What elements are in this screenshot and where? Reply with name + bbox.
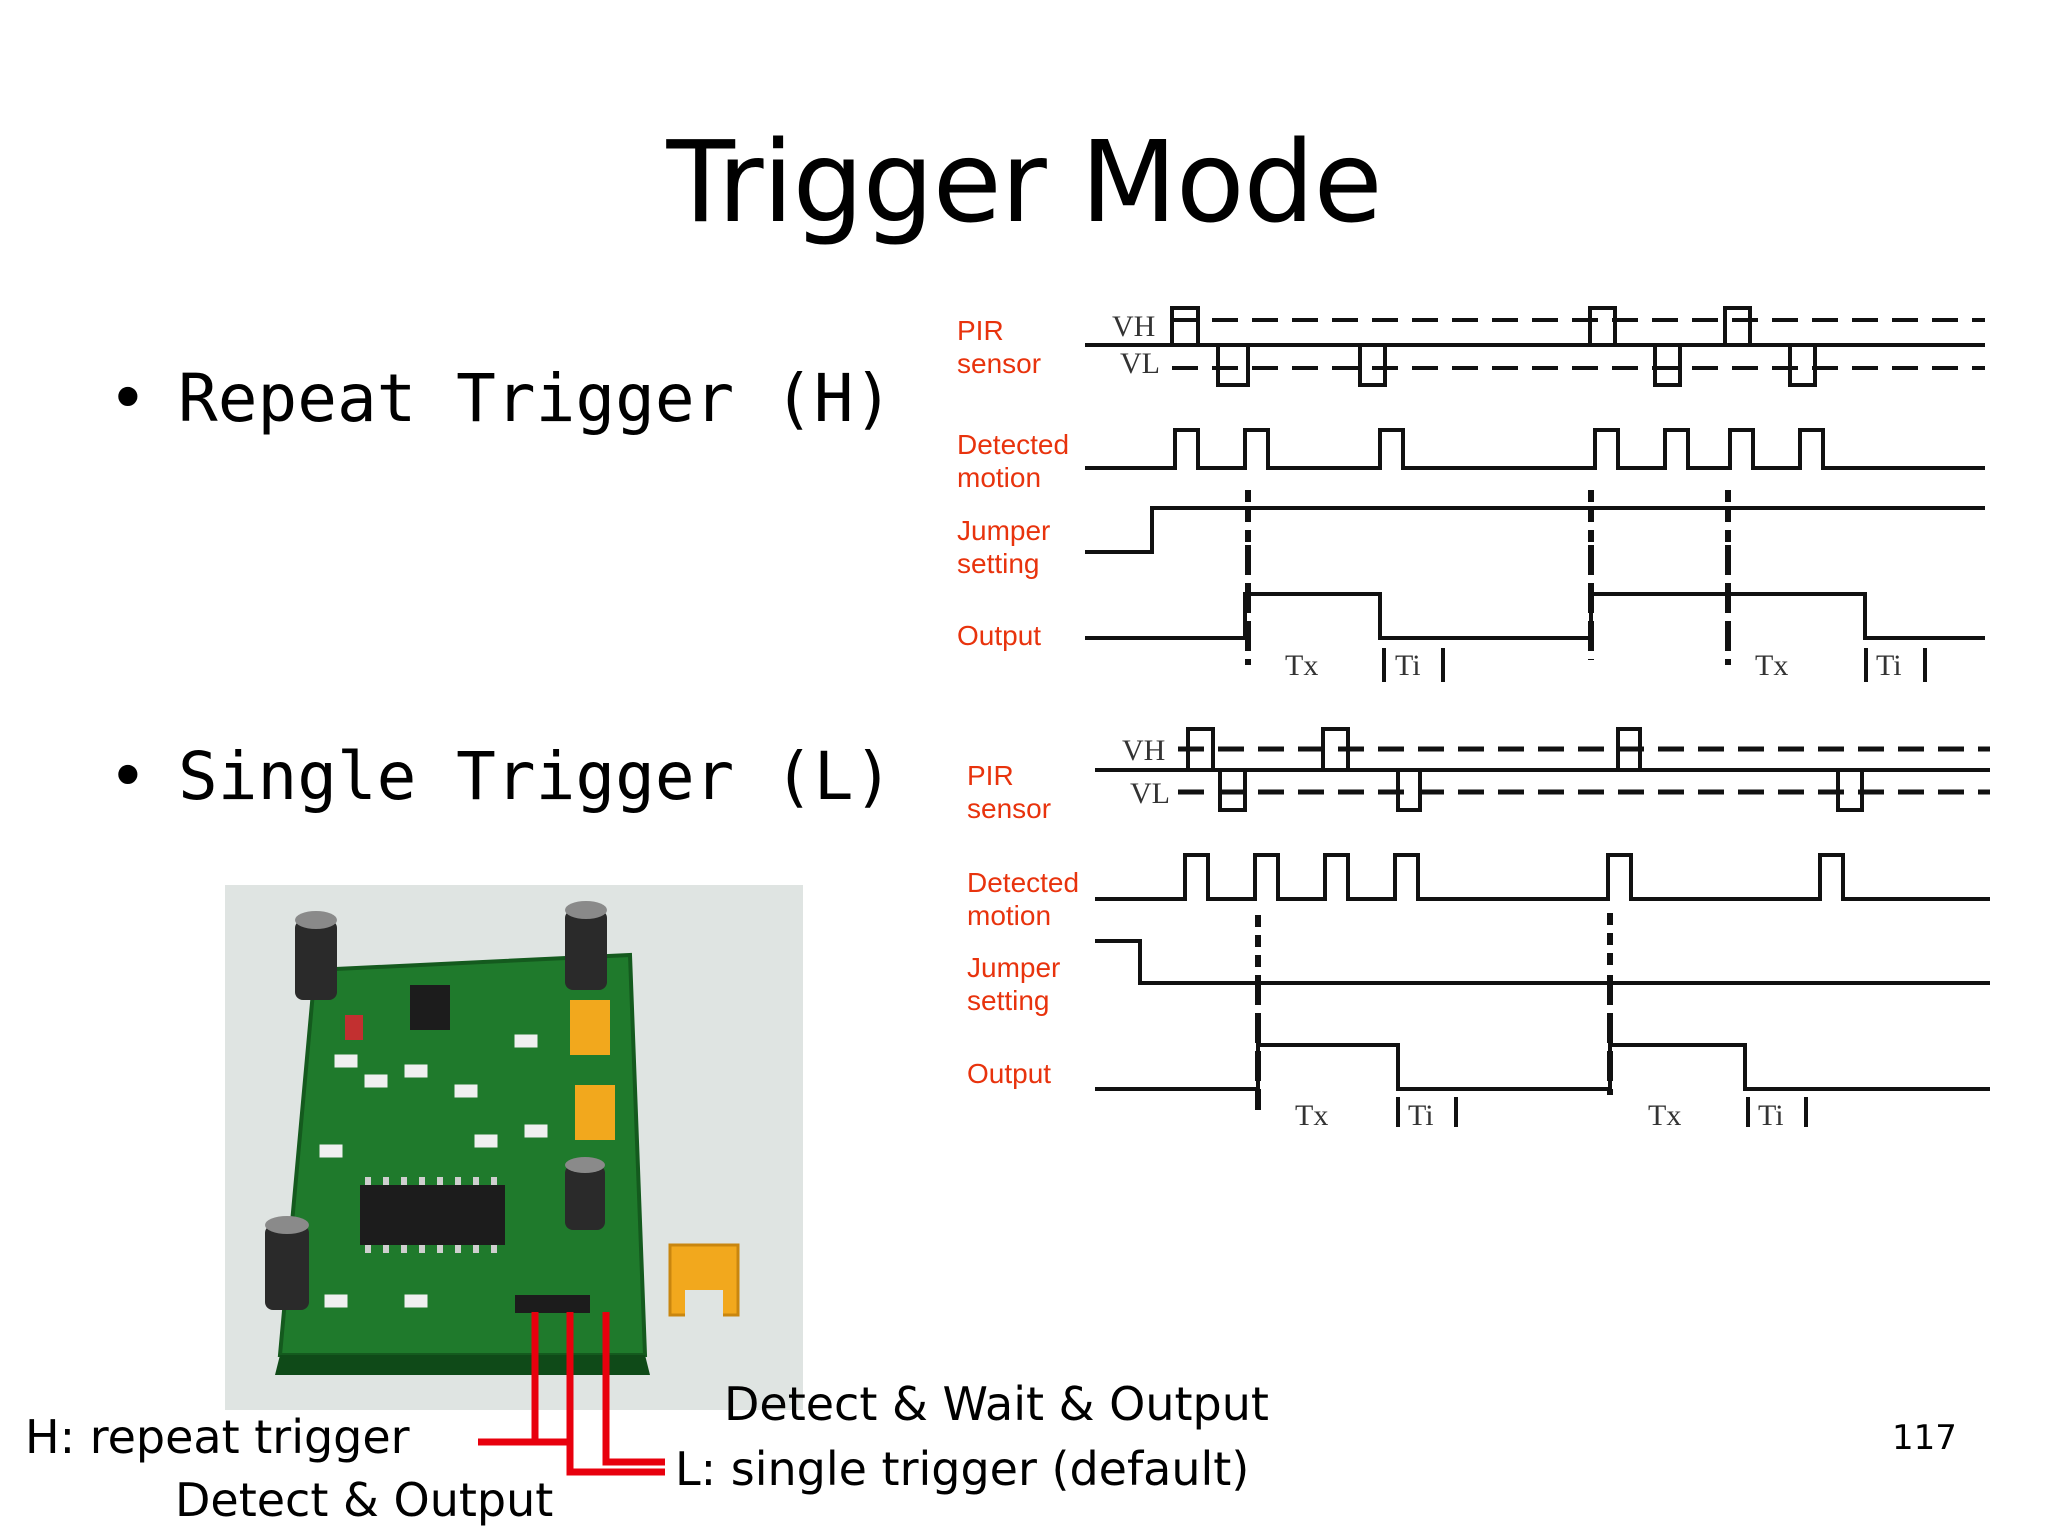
slide-title: Trigger Mode <box>666 118 1382 248</box>
signal-label-motion: motion <box>957 462 1041 493</box>
signal-label-pir: sensor <box>967 793 1051 824</box>
signal-label-jumper: Jumper <box>967 952 1060 983</box>
jumper-h-description: Detect & Output <box>175 1473 554 1527</box>
timing-diagram-repeat: PIR sensor Detected motion Jumper settin… <box>957 306 1985 682</box>
interval-label-ti: Ti <box>1395 649 1421 682</box>
bullet-repeat-trigger: • Repeat Trigger (H) <box>108 360 893 437</box>
level-label-vh: VH <box>1112 310 1155 343</box>
jumper-l-label: L: single trigger (default) <box>675 1442 1250 1496</box>
level-label-vl: VL <box>1130 777 1170 810</box>
signal-label-pir: PIR <box>957 315 1004 346</box>
interval-label-tx: Tx <box>1285 649 1318 682</box>
pir-board-photo <box>225 885 803 1410</box>
timing-diagram-single: PIR sensor Detected motion Jumper settin… <box>967 727 1990 1132</box>
signal-label-jumper: setting <box>967 985 1050 1016</box>
bullet-marker: • <box>108 738 148 815</box>
signal-label-output: Output <box>957 620 1041 651</box>
interval-label-tx: Tx <box>1755 649 1788 682</box>
signal-label-output: Output <box>967 1058 1051 1089</box>
signal-label-pir: sensor <box>957 348 1041 379</box>
signal-label-motion: Detected <box>967 867 1079 898</box>
level-label-vh: VH <box>1122 734 1165 767</box>
signal-label-jumper: Jumper <box>957 515 1050 546</box>
bullet-text: Repeat Trigger (H) <box>178 360 894 437</box>
interval-label-ti: Ti <box>1408 1099 1434 1132</box>
page-number: 117 <box>1892 1418 1957 1458</box>
interval-label-tx: Tx <box>1295 1099 1328 1132</box>
interval-label-ti: Ti <box>1876 649 1902 682</box>
interval-label-ti: Ti <box>1758 1099 1784 1132</box>
signal-label-motion: motion <box>967 900 1051 931</box>
signal-label-motion: Detected <box>957 429 1069 460</box>
bullet-single-trigger: • Single Trigger (L) <box>108 738 893 815</box>
jumper-h-label: H: repeat trigger <box>25 1410 410 1464</box>
bullet-marker: • <box>108 360 148 437</box>
signal-label-jumper: setting <box>957 548 1040 579</box>
jumper-l-description: Detect & Wait & Output <box>724 1377 1269 1431</box>
interval-label-tx: Tx <box>1648 1099 1681 1132</box>
signal-label-pir: PIR <box>967 760 1014 791</box>
level-label-vl: VL <box>1120 347 1160 380</box>
bullet-text: Single Trigger (L) <box>178 738 894 815</box>
